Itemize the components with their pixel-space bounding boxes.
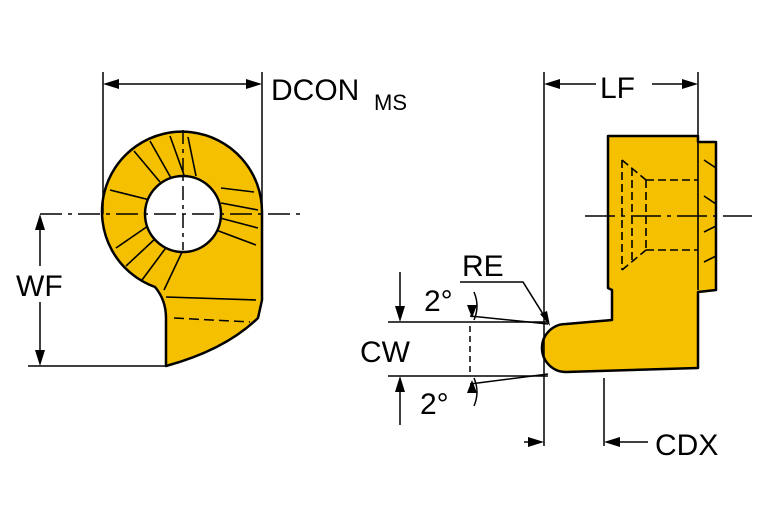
wf-label-bg bbox=[14, 266, 68, 302]
wf-arrow-top bbox=[35, 214, 45, 230]
angle-top-label: 2° bbox=[424, 285, 453, 318]
dcon-arrow-left bbox=[103, 79, 119, 89]
lf-label-bg bbox=[596, 68, 652, 102]
cw-dimension bbox=[388, 272, 549, 425]
re-leader bbox=[460, 281, 549, 323]
angle-top-arrow bbox=[467, 305, 477, 318]
dcon-label: DCON bbox=[271, 74, 359, 107]
cw-arrow-bottom bbox=[395, 376, 405, 392]
front-face-lines bbox=[109, 135, 259, 301]
angle-bottom-arrow bbox=[467, 380, 477, 393]
lf-arrow-left bbox=[544, 79, 560, 89]
side-view: LF CDX RE CW 2° 2° bbox=[360, 68, 752, 462]
cdx-label: CDX bbox=[655, 429, 718, 462]
side-hidden-lines bbox=[621, 159, 698, 271]
cw-label: CW bbox=[360, 336, 411, 369]
re-label: RE bbox=[462, 250, 504, 283]
cdx-dimension bbox=[524, 378, 648, 446]
dcon-arrow-right bbox=[246, 79, 262, 89]
lf-label: LF bbox=[600, 72, 635, 105]
dcon-dimension bbox=[102, 72, 263, 214]
wf-label: WF bbox=[16, 270, 63, 303]
cdx-arrow-left bbox=[528, 437, 544, 447]
front-center-lines bbox=[40, 130, 300, 323]
wf-arrow-bottom bbox=[35, 350, 45, 366]
front-view: DCON MS WF bbox=[14, 72, 407, 368]
lf-arrow-right bbox=[682, 79, 698, 89]
angle-bottom-label: 2° bbox=[420, 388, 449, 421]
cdx-arrow-right bbox=[604, 437, 620, 447]
dcon-subscript: MS bbox=[374, 90, 407, 115]
cw-arrow-top bbox=[395, 306, 405, 322]
insert-side-body bbox=[540, 134, 718, 374]
